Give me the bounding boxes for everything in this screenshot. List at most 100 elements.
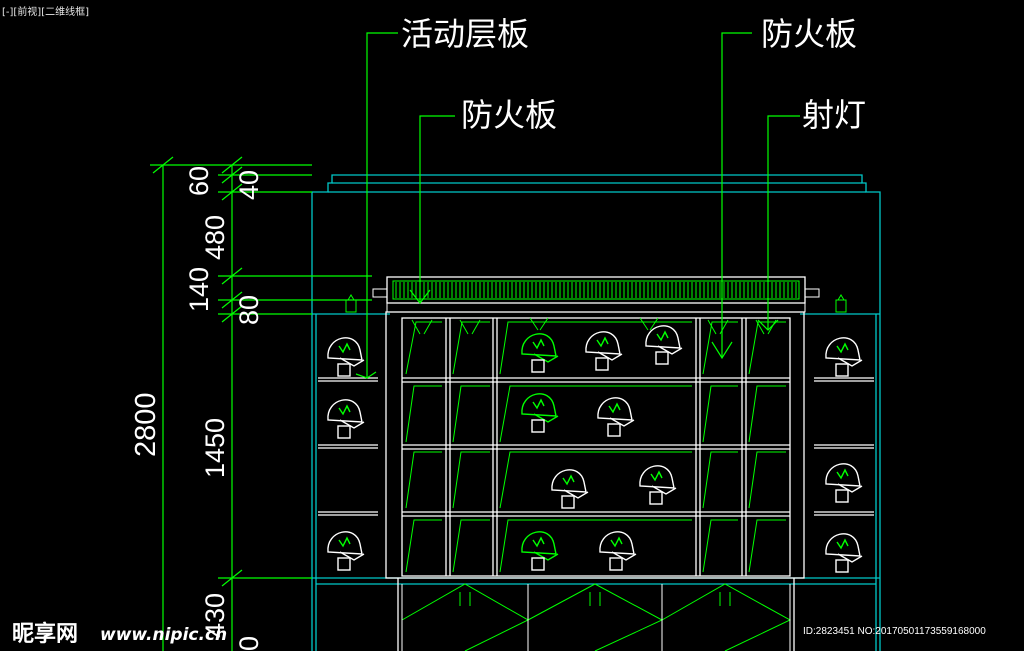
hat-on-stand	[825, 533, 863, 573]
hat-part	[562, 474, 575, 486]
hat-part	[597, 351, 623, 361]
hat-part	[599, 531, 635, 555]
hat-on-stand	[825, 463, 863, 503]
top-light-box	[372, 276, 820, 313]
dim-430: 430	[200, 593, 230, 638]
hat-part	[835, 559, 849, 573]
hat-part	[837, 553, 863, 563]
hat-part	[655, 351, 669, 365]
watermark: 昵享网 www.nipic.cn ID:2823451 NO:201705011…	[12, 621, 986, 647]
hat-part	[551, 469, 587, 493]
hat-part	[608, 402, 621, 414]
hat-part	[532, 536, 545, 548]
dim-80: 80	[234, 295, 264, 325]
hat-on-stand	[327, 337, 365, 377]
dimension-texts: 2800 60 40 480 140 80 1450 430 0	[130, 166, 264, 651]
hat-part	[339, 419, 365, 429]
hat-part	[338, 342, 351, 354]
hat-part	[836, 468, 849, 480]
hat-part	[327, 531, 363, 555]
dim-480: 480	[200, 215, 230, 260]
hat-part	[657, 345, 683, 355]
hat-on-stand	[597, 397, 635, 437]
hat-part	[337, 363, 351, 377]
hat-on-stand	[599, 531, 637, 571]
hat-part	[609, 557, 623, 571]
hat-part	[611, 551, 637, 561]
hat-part	[339, 551, 365, 561]
dimension-lines	[150, 156, 372, 651]
hat-part	[531, 419, 545, 433]
hat-on-stand	[639, 465, 677, 505]
hat-part	[339, 357, 365, 367]
hat-on-stand	[825, 337, 863, 377]
hat-part	[595, 357, 609, 371]
hat-part	[836, 538, 849, 550]
label-fireproof-board-top: 防火板	[761, 15, 857, 53]
hat-on-stand	[521, 393, 559, 433]
hat-part	[561, 495, 575, 509]
hat-part	[585, 331, 621, 355]
callout-labels: 活动层板 防火板 防火板 射灯	[401, 15, 866, 134]
hat-part	[645, 325, 681, 349]
dim-140: 140	[184, 267, 214, 312]
hat-part	[610, 536, 623, 548]
cabinet-outline	[311, 174, 881, 651]
hat-on-stand	[585, 331, 623, 371]
hat-displays	[327, 325, 863, 573]
hat-part	[596, 336, 609, 348]
hat-part	[825, 463, 861, 487]
hat-part	[337, 557, 351, 571]
glass-reflections	[405, 317, 786, 573]
bottom-doors	[401, 583, 792, 651]
dim-60: 60	[184, 166, 214, 196]
hat-part	[327, 399, 363, 423]
hat-part	[825, 533, 861, 557]
hat-part	[521, 531, 557, 555]
label-spotlight: 射灯	[802, 96, 866, 134]
label-adjustable-shelf: 活动层板	[401, 15, 529, 53]
hat-part	[532, 338, 545, 350]
hat-part	[639, 465, 675, 489]
hat-part	[531, 557, 545, 571]
viewport-label: [-][前视][二维线框]	[2, 7, 90, 18]
hat-part	[835, 489, 849, 503]
label-fireproof-board-mid: 防火板	[461, 96, 557, 134]
hat-part	[531, 359, 545, 373]
hat-part	[837, 483, 863, 493]
hat-part	[836, 342, 849, 354]
hat-part	[533, 413, 559, 423]
watermark-brand: 昵享网	[12, 621, 78, 647]
hat-part	[533, 353, 559, 363]
hat-part	[656, 330, 669, 342]
hat-part	[651, 485, 677, 495]
hat-on-stand	[521, 333, 559, 373]
dim-1450: 1450	[200, 418, 230, 478]
callout-leaders	[355, 32, 800, 379]
hat-part	[837, 357, 863, 367]
watermark-url: www.nipic.cn	[100, 625, 227, 645]
hat-on-stand	[521, 531, 559, 571]
hat-on-stand	[551, 469, 589, 509]
hat-part	[835, 363, 849, 377]
hat-part	[649, 491, 663, 505]
hat-part	[609, 417, 635, 427]
hat-part	[338, 536, 351, 548]
hat-on-stand	[327, 531, 365, 571]
hat-part	[607, 423, 621, 437]
dim-40: 40	[234, 170, 264, 200]
hat-part	[650, 470, 663, 482]
watermark-id: ID:2823451 NO:20170501173559168000	[803, 626, 986, 637]
hat-on-stand	[327, 399, 365, 439]
hat-part	[597, 397, 633, 421]
side-lamps	[345, 294, 847, 313]
hat-part	[327, 337, 363, 361]
dim-0: 0	[234, 636, 264, 651]
hat-part	[532, 398, 545, 410]
hat-part	[563, 489, 589, 499]
hat-part	[338, 404, 351, 416]
hat-part	[825, 337, 861, 361]
hat-part	[337, 425, 351, 439]
hat-part	[533, 551, 559, 561]
